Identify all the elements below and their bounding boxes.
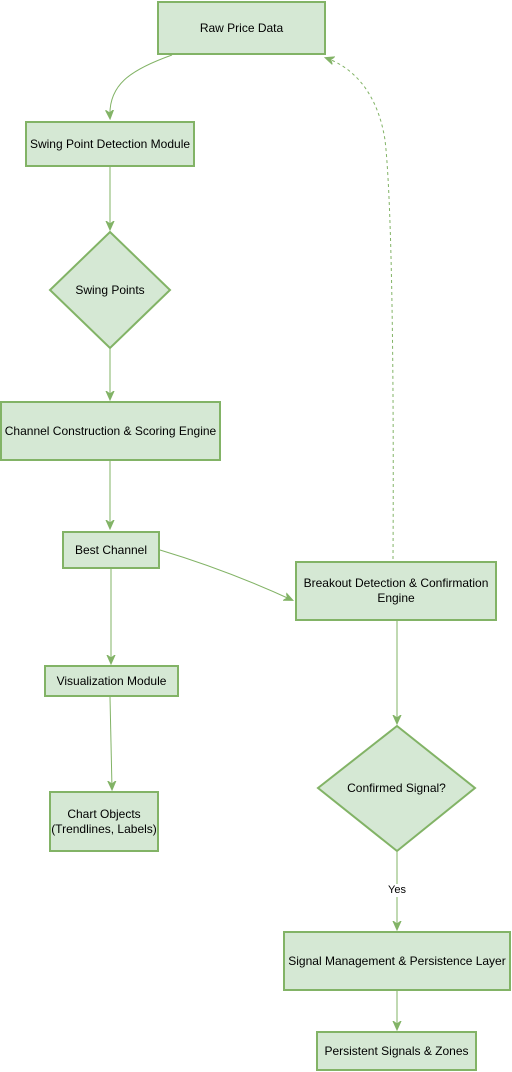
edge-raw-to-swing-detection bbox=[110, 54, 173, 118]
edge-visualization-to-chart-objects bbox=[110, 696, 112, 789]
confirmed-signal-diamond bbox=[316, 724, 477, 853]
best-channel-label: Best Channel bbox=[74, 542, 148, 557]
raw-price-data-node: Raw Price Data bbox=[157, 1, 326, 55]
best-channel-node: Best Channel bbox=[62, 531, 160, 569]
raw-price-data-label: Raw Price Data bbox=[199, 20, 284, 35]
breakout-detection-node: Breakout Detection & Confirmation Engine bbox=[295, 561, 497, 621]
confirmed-signal-label: Confirmed Signal? bbox=[347, 781, 446, 795]
swing-point-detection-node: Swing Point Detection Module bbox=[25, 121, 195, 167]
edge-best-channel-to-breakout bbox=[159, 549, 292, 600]
signal-management-label: Signal Management & Persistence Layer bbox=[288, 953, 506, 968]
signal-management-node: Signal Management & Persistence Layer bbox=[283, 931, 511, 991]
chart-objects-label-line1: Chart Objects bbox=[67, 806, 141, 821]
chart-objects-node: Chart Objects (Trendlines, Labels) bbox=[49, 791, 159, 852]
edge-breakout-feedback-to-raw bbox=[326, 58, 394, 560]
swing-points-label: Swing Points bbox=[75, 283, 145, 297]
persistent-signals-label: Persistent Signals & Zones bbox=[324, 1043, 469, 1058]
swing-points-diamond bbox=[48, 230, 172, 350]
breakout-detection-label-line2: Engine bbox=[377, 591, 415, 605]
channel-construction-node: Channel Construction & Scoring Engine bbox=[0, 401, 221, 461]
yes-edge-label: Yes bbox=[384, 884, 410, 897]
breakout-detection-label-line1: Breakout Detection & Confirmation bbox=[303, 576, 489, 590]
visualization-module-label: Visualization Module bbox=[56, 673, 167, 688]
swing-point-detection-label: Swing Point Detection Module bbox=[29, 136, 191, 151]
visualization-module-node: Visualization Module bbox=[44, 665, 179, 697]
channel-construction-label: Channel Construction & Scoring Engine bbox=[4, 423, 217, 438]
persistent-signals-node: Persistent Signals & Zones bbox=[316, 1031, 477, 1071]
chart-objects-label-line2: (Trendlines, Labels) bbox=[51, 821, 157, 836]
